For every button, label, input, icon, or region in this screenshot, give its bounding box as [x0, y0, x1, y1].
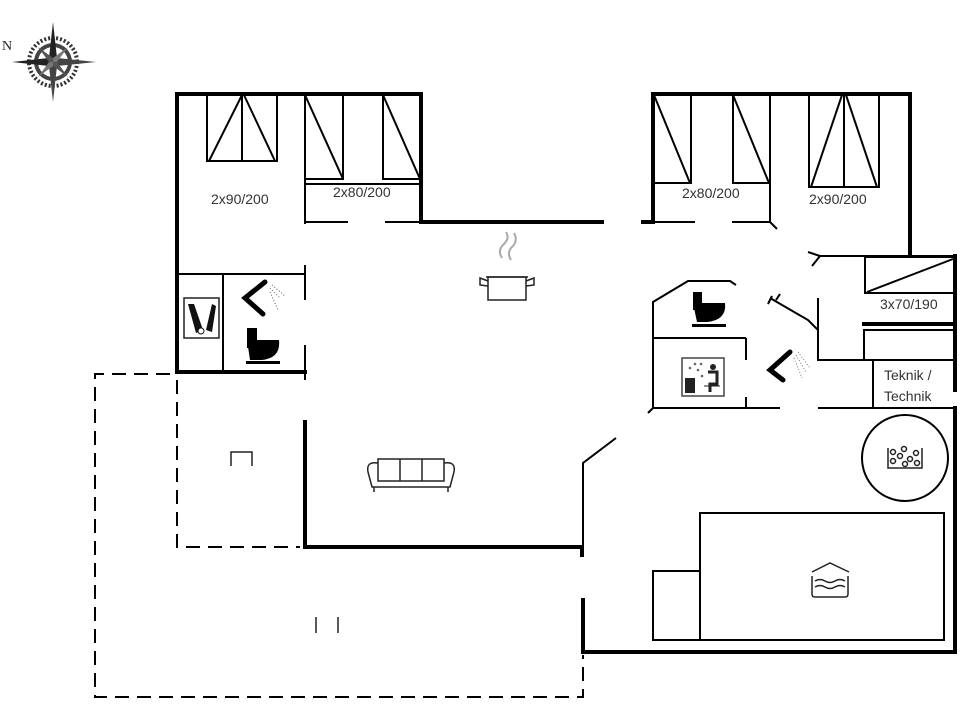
technical-room-label-1: Teknik /	[884, 367, 932, 383]
kitchen-pot-icon	[479, 231, 535, 301]
toilet-icon	[246, 328, 280, 364]
left-wing-walls	[175, 92, 604, 557]
bed-size-label: 2x80/200	[682, 185, 740, 201]
bed-size-label: 2x80/200	[333, 184, 391, 200]
technical-room-label-2: Technik	[884, 388, 932, 404]
whirlpool-icon	[861, 414, 949, 502]
compass-rose-icon: N	[2, 22, 96, 102]
technical-room: Teknik / Technik	[818, 360, 955, 409]
bedroom-1: 2x90/200	[206, 94, 278, 207]
sofa-icon	[366, 458, 456, 492]
utility-room	[183, 297, 220, 339]
swimming-pool-icon	[811, 562, 850, 598]
bedroom-2: 2x80/200	[304, 94, 421, 200]
terrace	[94, 373, 584, 698]
washing-machine-icon	[183, 297, 220, 339]
bedroom-5: 3x70/190	[807, 251, 957, 361]
shower-right	[766, 293, 819, 383]
sauna-icon	[681, 357, 725, 397]
bed-size-label: 2x90/200	[211, 191, 269, 207]
swimming-pool	[652, 512, 945, 641]
bedroom-3: 2x80/200	[653, 94, 771, 201]
wardrobe	[206, 94, 278, 162]
outdoor-furniture-icon	[230, 451, 253, 466]
shower-icon	[241, 279, 286, 317]
bed-size-label: 2x90/200	[809, 191, 867, 207]
bathroom-left	[241, 279, 286, 364]
bedroom-4: 2x90/200	[808, 94, 880, 207]
shower-icon	[766, 349, 811, 383]
toilet-icon	[692, 292, 726, 327]
bed-size-label: 3x70/190	[880, 296, 938, 312]
north-label: N	[2, 39, 12, 54]
bathroom-right	[647, 280, 780, 414]
